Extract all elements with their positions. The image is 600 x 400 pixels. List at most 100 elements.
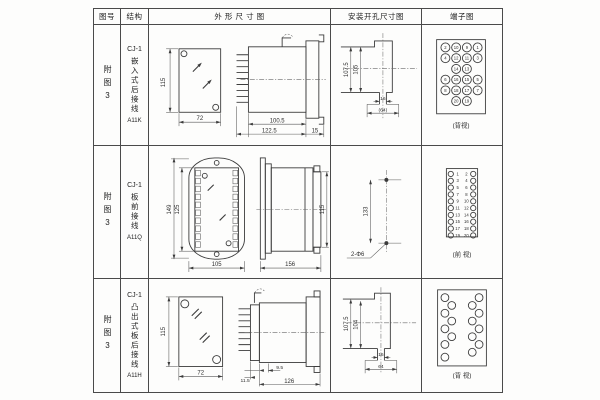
svg-text:14: 14 (464, 212, 469, 217)
svg-text:8: 8 (465, 192, 468, 197)
svg-text:17: 17 (465, 88, 470, 93)
screw-slot-marks (191, 308, 211, 343)
side-view (259, 157, 322, 260)
dim-outer-h: 149 (167, 204, 173, 215)
dim-body-len: 100.5 (270, 118, 286, 124)
dim-cutout-width: 64 (378, 363, 384, 369)
svg-text:18: 18 (464, 226, 469, 231)
structure-cell: CJ-1 嵌入式后接线 A11K (127, 46, 142, 124)
model-label: CJ-1 (127, 45, 142, 53)
model-label: CJ-1 (127, 182, 142, 190)
svg-text:5: 5 (456, 185, 459, 190)
svg-text:11: 11 (465, 55, 470, 60)
dim-slot: 16 (378, 352, 384, 358)
dim-length: 156 (285, 262, 296, 268)
variant-code: A11Q (127, 235, 142, 242)
svg-text:4: 4 (444, 55, 447, 60)
mounting-drawing-a11k: 107.5 105 16 (64) (340, 32, 418, 118)
svg-text:19: 19 (465, 98, 470, 103)
svg-text:19: 19 (455, 233, 460, 238)
structure-cell: CJ-1 板前接线 A11Q (127, 182, 142, 241)
table-header-row: 图号 结构 外 形 尺 寸 图 安装开孔尺寸图 端子图 (94, 9, 502, 25)
header-outline: 外 形 尺 寸 图 (214, 11, 265, 21)
svg-text:2: 2 (444, 45, 447, 50)
side-view (238, 290, 321, 373)
svg-text:7: 7 (476, 88, 479, 93)
mounting-drawing-a11q: 133 2-Φ6 (346, 169, 402, 258)
figure-label: 附图3 (103, 64, 112, 105)
svg-text:1: 1 (476, 45, 479, 50)
svg-text:2: 2 (465, 171, 468, 176)
structure-label: 板前接线 (130, 193, 140, 232)
screw-slot-marks (192, 63, 211, 89)
variant-code: A11H (127, 373, 142, 380)
dim-width: 72 (197, 116, 204, 122)
table-row-a11h: 附图3 CJ-1 凸出式板后接线 A11H (94, 278, 502, 392)
dim-cutout-outer: 107.5 (344, 61, 350, 77)
svg-text:11: 11 (455, 205, 460, 210)
header-figure: 图号 (99, 11, 115, 21)
dim-cutout-width: (64) (379, 107, 388, 113)
dim-width: 72 (197, 370, 204, 376)
terminal-circles (447, 170, 477, 239)
front-view (188, 157, 245, 260)
svg-text:14: 14 (454, 66, 459, 71)
svg-text:13: 13 (465, 66, 470, 71)
svg-text:6: 6 (465, 185, 468, 190)
outline-drawing-a11q: 149 125 105 (167, 157, 329, 272)
terminal-circles (440, 42, 483, 106)
variant-code: A11K (127, 117, 142, 124)
svg-text:3: 3 (456, 178, 459, 183)
mounting-drawing-a11h: 107.5 104 16 64 (342, 286, 417, 373)
front-view (178, 47, 222, 113)
svg-text:5: 5 (476, 77, 479, 82)
svg-text:12: 12 (454, 55, 459, 60)
table-row-a11q: 附图3 CJ-1 板前接线 A11Q (94, 145, 502, 279)
hole-spec-label: 2-Φ6 (351, 252, 365, 258)
dim-side-h: 115 (320, 204, 326, 214)
table-row-a11k: 附图3 CJ-1 嵌入式后接线 A11K (94, 24, 502, 146)
dim-length: 126 (284, 379, 295, 385)
outline-drawing-a11h: 115 72 (161, 288, 327, 387)
structure-label: 嵌入式后接线 (130, 56, 140, 114)
structure-label: 凸出式板后接线 (130, 302, 140, 370)
dim-flange: 15 (312, 128, 319, 134)
dim-total-len: 122.5 (262, 128, 278, 134)
svg-text:10: 10 (464, 198, 469, 203)
figure-label: 附图3 (103, 315, 112, 356)
svg-text:7: 7 (456, 192, 459, 197)
svg-text:18: 18 (454, 88, 459, 93)
view-label: (背视) (453, 120, 470, 129)
dim-pin: 11.5 (240, 378, 250, 384)
terminal-diagram-a11h: (背 视) (437, 289, 487, 379)
dim-inner-h: 125 (175, 204, 181, 215)
svg-text:9: 9 (466, 45, 469, 50)
terminal-circles (440, 292, 484, 362)
svg-text:12: 12 (464, 205, 469, 210)
header-terminal: 端子图 (450, 11, 474, 21)
figure-label: 附图3 (103, 191, 112, 232)
svg-text:8: 8 (444, 88, 447, 93)
svg-text:15: 15 (455, 219, 460, 224)
dim-cutout-inner: 105 (354, 64, 360, 75)
svg-text:13: 13 (455, 212, 460, 217)
dim-slot: 16 (380, 95, 386, 101)
svg-text:1: 1 (456, 171, 459, 176)
screw-slot-marks (207, 183, 226, 221)
dim-height: 115 (161, 326, 167, 336)
header-mounting: 安装开孔尺寸图 (348, 11, 404, 21)
terminal-numbers: 2 10 9 1 4 12 11 3 14 13 6 16 15 5 8 18 (444, 45, 479, 104)
outline-drawing-a11k: 115 72 100.5 (161, 33, 326, 137)
model-label: CJ-1 (127, 291, 142, 299)
svg-text:9: 9 (456, 198, 459, 203)
view-label: (前 视) (453, 249, 472, 258)
dim-hole-dist: 133 (364, 206, 370, 217)
view-label: (背 视) (453, 370, 472, 379)
structure-cell: CJ-1 凸出式板后接线 A11H (127, 292, 142, 380)
svg-text:4: 4 (465, 178, 468, 183)
terminal-diagram-a11k: 2 10 9 1 4 12 11 3 14 13 6 16 15 5 8 18 (436, 38, 486, 129)
svg-text:16: 16 (464, 219, 469, 224)
